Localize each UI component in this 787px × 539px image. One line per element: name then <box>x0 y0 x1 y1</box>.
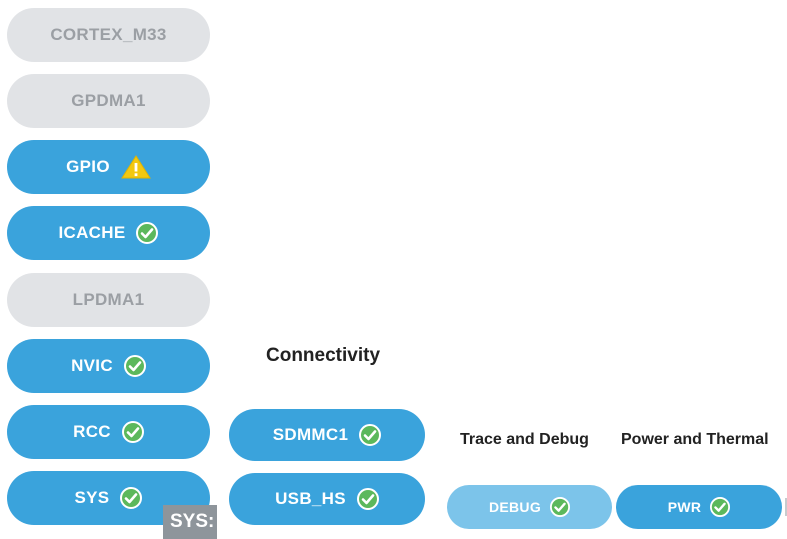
component-label: GPDMA1 <box>71 91 146 110</box>
component-gpio-button[interactable]: GPIO <box>7 140 210 194</box>
trace-debug-title: Trace and Debug <box>460 431 589 448</box>
component-label: NVIC <box>71 356 113 375</box>
component-sys-button[interactable]: SYS <box>7 471 210 525</box>
connectivity-usb-hs-button[interactable]: USB_HS <box>229 473 425 525</box>
component-cortex-m33-button[interactable]: CORTEX_M33 <box>7 8 210 62</box>
sys-tooltip: SYS: <box>163 505 217 539</box>
check-circle-icon <box>550 497 571 517</box>
check-circle-icon <box>136 222 159 244</box>
connectivity-sdmmc1-button[interactable]: SDMMC1 <box>229 409 425 461</box>
check-circle-icon <box>356 488 379 510</box>
component-nvic-button[interactable]: NVIC <box>7 339 210 393</box>
check-circle-icon <box>121 421 144 443</box>
component-label: PWR <box>667 499 702 515</box>
check-circle-icon <box>123 355 146 377</box>
component-lpdma1-button[interactable]: LPDMA1 <box>7 273 210 327</box>
component-gpdma1-button[interactable]: GPDMA1 <box>7 74 210 128</box>
power-thermal-title: Power and Thermal <box>621 431 769 448</box>
component-label: ICACHE <box>58 223 126 242</box>
warning-triangle-icon <box>120 155 151 179</box>
component-label: USB_HS <box>275 489 346 508</box>
component-label: GPIO <box>66 157 110 176</box>
check-circle-icon <box>359 424 382 446</box>
component-icache-button[interactable]: ICACHE <box>7 206 210 260</box>
component-label: LPDMA1 <box>72 290 145 309</box>
right-edge-divider <box>785 498 787 516</box>
component-rcc-button[interactable]: RCC <box>7 405 210 459</box>
connectivity-title: Connectivity <box>266 345 381 366</box>
trace-debug-debug-button[interactable]: DEBUG <box>447 485 612 529</box>
power-thermal-pwr-button[interactable]: PWR <box>616 485 782 529</box>
component-label: RCC <box>73 422 111 441</box>
component-label: SYS <box>74 488 110 507</box>
check-circle-icon <box>120 487 143 509</box>
component-label: CORTEX_M33 <box>50 25 167 44</box>
check-circle-icon <box>710 497 731 517</box>
component-label: DEBUG <box>488 499 542 515</box>
component-label: SDMMC1 <box>272 425 349 444</box>
